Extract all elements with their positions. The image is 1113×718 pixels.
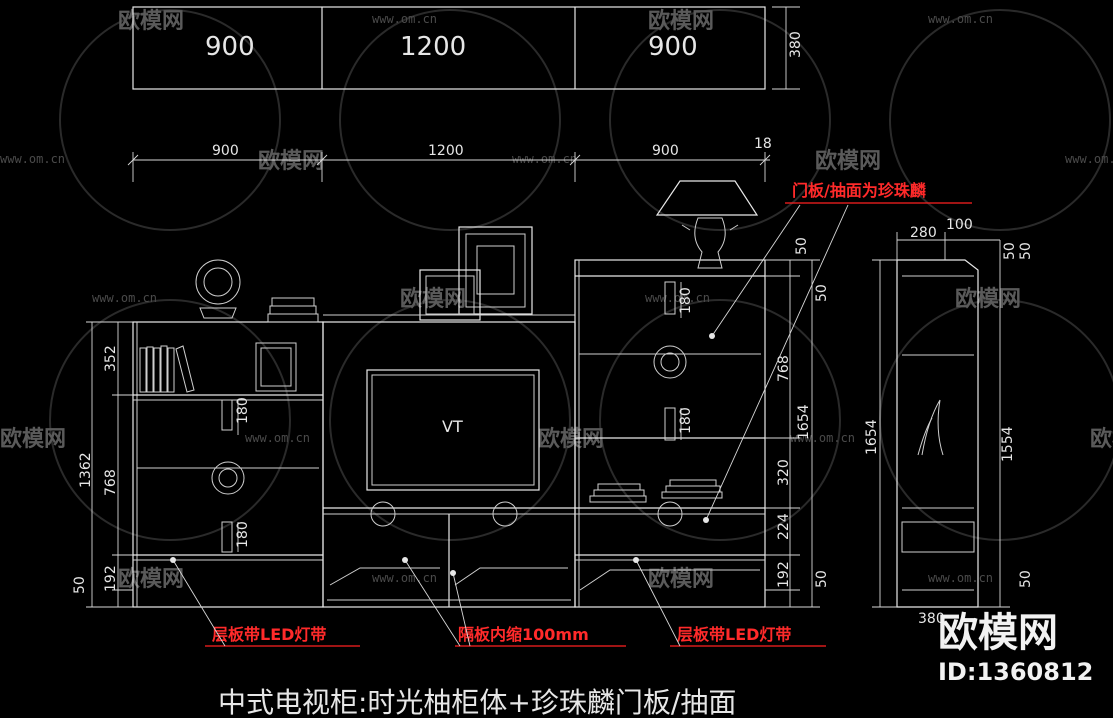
- tv-screen: [366, 369, 540, 491]
- watermark-brand: 欧模网: [538, 426, 604, 452]
- brand-id: ID:1360812: [938, 658, 1093, 686]
- watermark-brand: 欧模网: [0, 426, 66, 452]
- plan-width-mid: 1200: [400, 32, 466, 62]
- front-right-dims: 50 50 768 1654 320 224 192 50: [765, 237, 830, 608]
- front-elevation: 180 180 VT: [132, 180, 766, 608]
- callout-door-note: 门板/抽面为珍珠麟: [792, 181, 927, 200]
- side-dim-1654: 1654: [864, 419, 880, 455]
- plan-width-left: 900: [205, 32, 255, 62]
- dim-right-768: 768: [776, 355, 792, 382]
- dim-handle: 180: [678, 407, 694, 434]
- side-dim-50-a: 50: [1002, 242, 1018, 260]
- dim-right-50-b: 50: [814, 284, 830, 302]
- dim-right-320: 320: [776, 459, 792, 486]
- side-dim-50-c: 50: [1018, 570, 1034, 588]
- watermark-url: www.om.cn: [1065, 152, 1113, 166]
- watermark-brand: 欧模网: [648, 8, 714, 34]
- round-ornament-icon: [653, 345, 687, 379]
- watermarks: 欧模网 www.om.cn 欧模网 www.om.cn www.om.cn 欧模…: [0, 8, 1113, 592]
- handle-icon: [664, 407, 676, 441]
- watermark-url: www.om.cn: [92, 291, 157, 305]
- watermark-url: www.om.cn: [645, 291, 710, 305]
- front-top-dims: 900 1200 900 18: [127, 136, 772, 182]
- side-dim-50-b: 50: [1018, 242, 1034, 260]
- watermark-url: www.om.cn: [928, 12, 993, 26]
- dim-left-outer: 1362: [78, 452, 94, 488]
- side-elevation: 280 100 50 50 1654 1554 50 380: [864, 217, 1034, 627]
- watermark-url: www.om.cn: [0, 152, 65, 166]
- watermark-brand: 欧模网: [1090, 426, 1113, 452]
- watermark-brand: 欧模网: [815, 148, 881, 174]
- round-ornament-icon: [370, 501, 396, 527]
- dim-right-50-a: 50: [794, 237, 810, 255]
- watermark-brand: 欧模网: [955, 286, 1021, 312]
- callout-partition: 隔板内缩100mm: [458, 625, 589, 644]
- dim-left-192: 192: [103, 565, 119, 592]
- callouts: 门板/抽面为珍珠麟 层板带LED灯带 隔板内缩100mm 层板带LED灯带: [170, 181, 972, 647]
- watermark-url: www.om.cn: [928, 571, 993, 585]
- dim-left-768: 768: [103, 469, 119, 496]
- dim-handle: 180: [235, 397, 251, 424]
- plan-view: 900 1200 900 380: [132, 6, 804, 90]
- drawing-title: 中式电视柜:时光柚柜体+珍珠麟门板/抽面: [218, 686, 736, 718]
- side-dim-380: 380: [918, 611, 945, 627]
- books: [139, 345, 195, 393]
- watermark-brand: 欧模网: [258, 148, 324, 174]
- watermark-url: www.om.cn: [790, 431, 855, 445]
- callout-led-right: 层板带LED灯带: [677, 625, 791, 644]
- watermark-brand: 欧模网: [400, 286, 466, 312]
- handle-icon: [221, 521, 233, 553]
- dim-handle: 180: [678, 287, 694, 314]
- dim-left-50: 50: [72, 576, 88, 594]
- watermark-brand: 欧模网: [118, 8, 184, 34]
- watermark-url: www.om.cn: [512, 152, 577, 166]
- small-picture-frame: [255, 342, 297, 392]
- side-dim-280: 280: [910, 225, 937, 241]
- watermark-brand: 欧模网: [118, 566, 184, 592]
- side-dim-1554: 1554: [1000, 426, 1016, 462]
- callout-led-left: 层板带LED灯带: [212, 625, 326, 644]
- dim-top-18: 18: [754, 136, 772, 152]
- dim-right-outer: 1654: [796, 404, 812, 440]
- dim-right-192: 192: [776, 561, 792, 588]
- round-ornament-icon: [657, 501, 683, 527]
- tv-label: VT: [442, 417, 463, 436]
- dim-top-1200: 1200: [428, 143, 464, 159]
- round-ornament-icon: [492, 501, 518, 527]
- plan-width-right: 900: [648, 32, 698, 62]
- watermark-url: www.om.cn: [245, 431, 310, 445]
- front-left-dims: 1362 352 768 192 50: [72, 321, 133, 608]
- picture-frame: [419, 269, 481, 321]
- dim-right-50-c: 50: [814, 570, 830, 588]
- handle-icon: [664, 281, 676, 315]
- plan-depth: 380: [788, 31, 804, 58]
- dim-handle: 180: [235, 521, 251, 548]
- dim-top-900-right: 900: [652, 143, 679, 159]
- dim-left-352: 352: [103, 345, 119, 372]
- watermark-url: www.om.cn: [372, 571, 437, 585]
- side-dim-100: 100: [946, 217, 973, 233]
- dim-right-224: 224: [776, 513, 792, 540]
- table-lamp: [655, 180, 759, 269]
- brand-name: 欧模网: [938, 610, 1058, 656]
- brand-block: 欧模网 ID:1360812: [938, 610, 1093, 686]
- ornament-disc: [195, 259, 241, 305]
- dim-top-900-left: 900: [212, 143, 239, 159]
- handle-icon: [221, 399, 233, 431]
- round-ornament-icon: [211, 461, 245, 495]
- watermark-url: www.om.cn: [372, 12, 437, 26]
